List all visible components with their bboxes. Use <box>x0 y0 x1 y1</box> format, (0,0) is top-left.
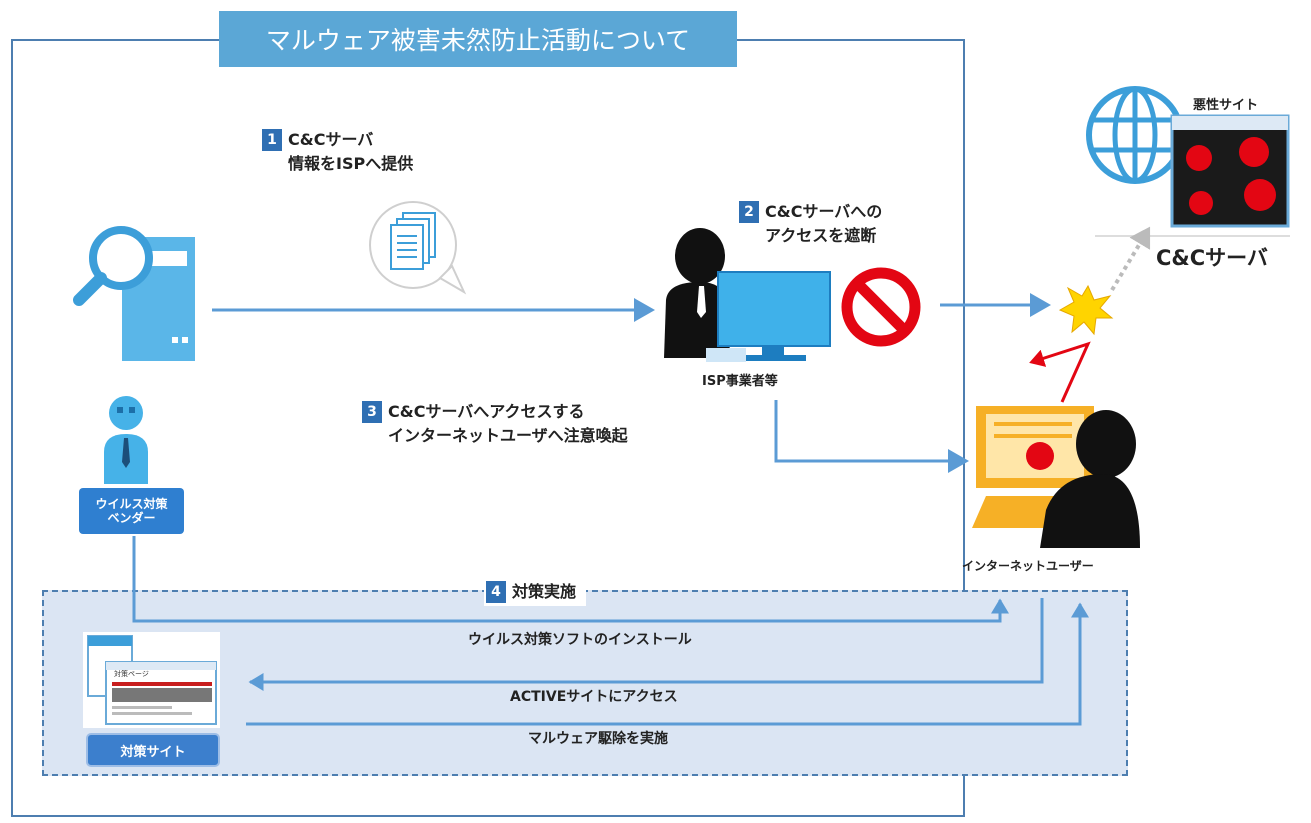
step-2: 2 C&Cサーバへの アクセスを遮断 <box>739 200 882 248</box>
explosion-icon <box>1058 284 1114 336</box>
install-label: ウイルス対策ソフトのインストール <box>468 632 692 648</box>
internet-user-label: インターネットユーザー <box>962 559 1094 573</box>
step-1: 1 C&Cサーバ 情報をISPへ提供 <box>262 128 413 176</box>
remove-malware-label: マルウェア駆除を実施 <box>528 731 668 747</box>
step-number-badge: 4 <box>486 581 506 603</box>
diagram-title: マルウェア被害未然防止活動について <box>219 11 737 67</box>
step-text: インターネットユーザへ注意喚起 <box>388 426 628 445</box>
isp-operator-icon <box>664 228 831 362</box>
block-icon <box>841 267 921 347</box>
vendor-badge: ウイルス対策 ベンダー <box>79 488 184 534</box>
step-text: 対策実施 <box>512 582 577 601</box>
infected-user-icon <box>972 406 1140 548</box>
malicious-site-label: 悪性サイト <box>1193 98 1259 113</box>
analysis-server-icon <box>73 226 195 361</box>
step-text: アクセスを遮断 <box>765 226 877 245</box>
step-text: C&Cサーバ <box>288 130 374 149</box>
document-bubble-icon <box>369 201 467 295</box>
access-active-label: ACTIVEサイトにアクセス <box>510 689 678 705</box>
countermeasure-site-thumbnail <box>83 632 220 728</box>
isp-label: ISP事業者等 <box>702 374 778 389</box>
thumbnail-title: 対策ページ <box>114 670 149 678</box>
step-number-badge: 1 <box>262 129 282 151</box>
step-number-badge: 2 <box>739 201 759 223</box>
step-number-badge: 3 <box>362 401 382 423</box>
vendor-label-line: ウイルス対策 <box>95 497 168 511</box>
cc-server-label: C&Cサーバ <box>1156 246 1268 270</box>
step-text: C&Cサーバへアクセスする <box>388 402 585 421</box>
globe-icon <box>1086 86 1184 184</box>
vendor-person-icon <box>104 396 148 484</box>
malicious-site-window-icon <box>1170 114 1290 228</box>
step-3: 3 C&Cサーバへアクセスする インターネットユーザへ注意喚起 <box>362 400 628 448</box>
step-4: 4 対策実施 <box>484 578 587 606</box>
step-text: 情報をISPへ提供 <box>288 154 414 173</box>
vendor-label-line: ベンダー <box>107 511 156 525</box>
step-text: C&Cサーバへの <box>765 202 883 221</box>
countermeasure-site-label: 対策サイト <box>86 733 220 767</box>
